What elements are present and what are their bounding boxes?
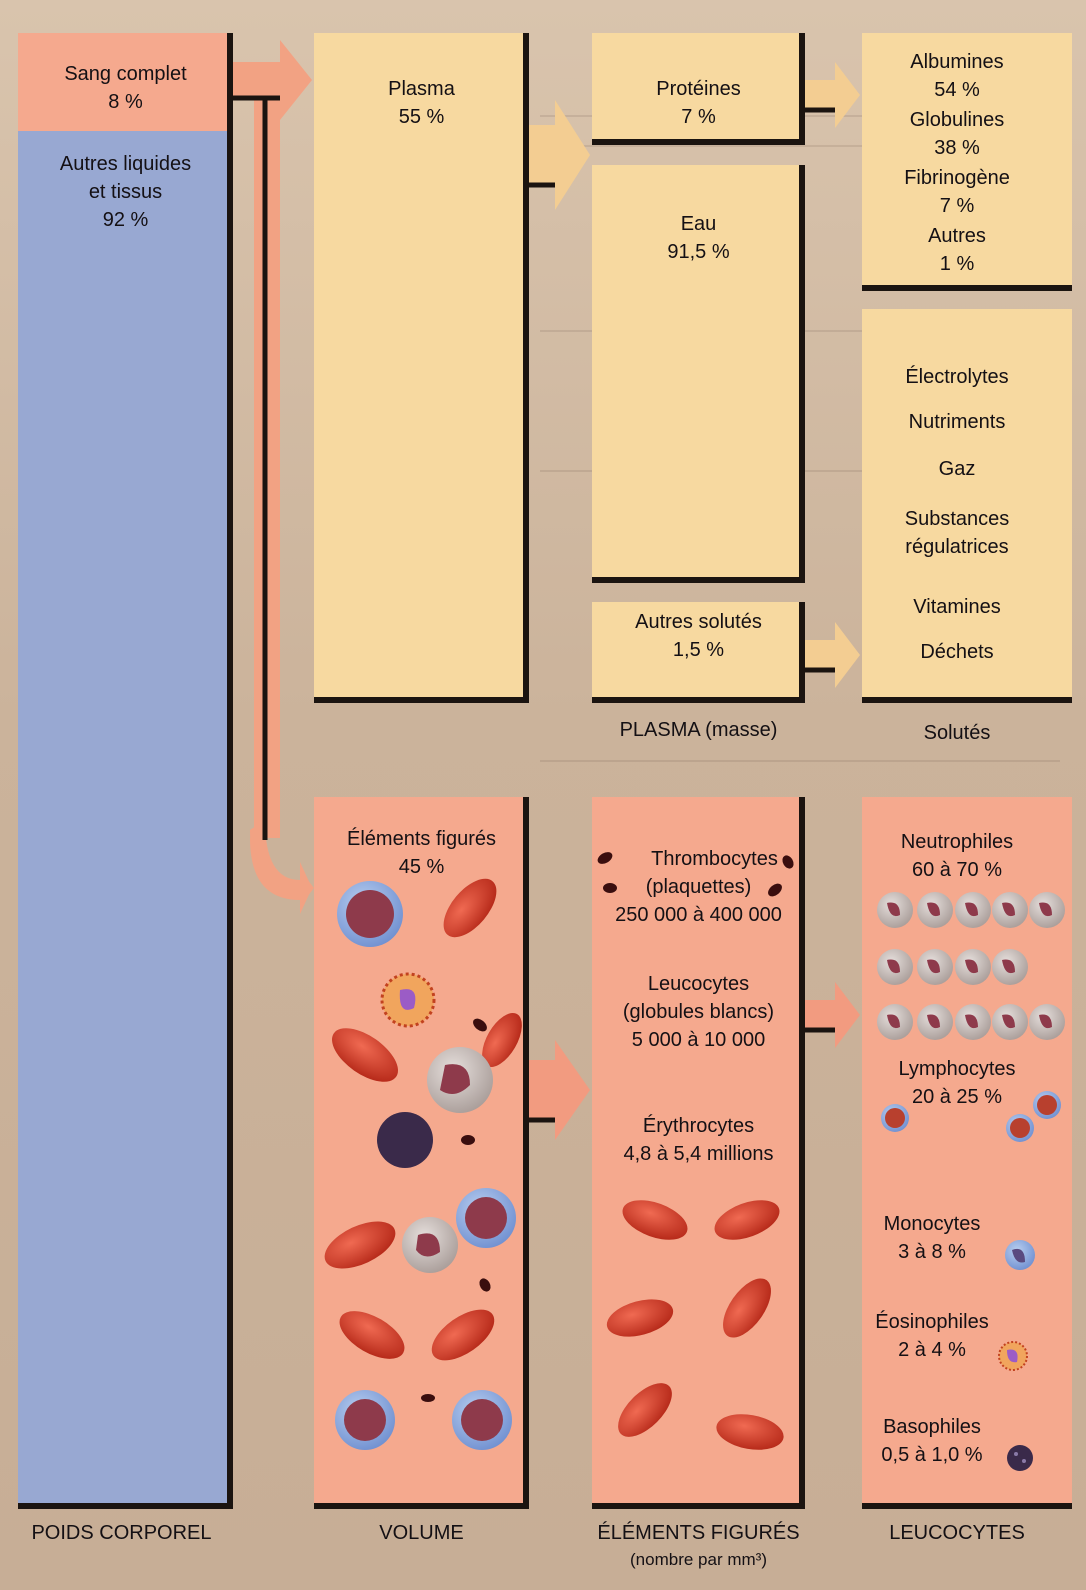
monocyte-icon <box>1005 1240 1035 1270</box>
whole-blood-value: 8 % <box>18 88 233 116</box>
erythrocyte-icons-counts <box>603 1192 787 1454</box>
other-solutes-value: 1,5 % <box>592 636 805 664</box>
lymphocytes-label: Lymphocytes <box>862 1055 1052 1083</box>
solutes-caption: Solutés <box>862 722 1052 745</box>
albumins-value: 54 % <box>862 76 1052 104</box>
fibrinogen-value: 7 % <box>862 192 1052 220</box>
erythrocytes-label: Érythrocytes <box>592 1112 805 1140</box>
monocytes-value: 3 à 8 % <box>862 1238 1002 1266</box>
arrow-plasma-to-mass <box>529 100 590 210</box>
other-tissues-value: 92 % <box>18 206 233 234</box>
body-weight-caption: POIDS CORPOREL <box>14 1522 229 1545</box>
other-proteins-label: Autres <box>862 222 1052 250</box>
arrow-leukocytes-to-types <box>805 982 860 1048</box>
eosinophil-icon <box>999 1342 1027 1370</box>
water-label: Eau <box>592 210 805 238</box>
leukocytes-count-value: 5 000 à 10 000 <box>592 1026 805 1054</box>
plasma-value: 55 % <box>314 103 529 131</box>
leukocytes-count-label: Leucocytes <box>592 970 805 998</box>
thrombocytes-sublabel: (plaquettes) <box>592 873 805 901</box>
thrombocytes-label: Thrombocytes <box>622 845 807 873</box>
formed-elements-label: Éléments figurés <box>314 825 529 853</box>
monocytes-label: Monocytes <box>862 1210 1002 1238</box>
plasma-label: Plasma <box>314 75 529 103</box>
solute-vitamins: Vitamines <box>862 593 1052 621</box>
solute-substances: Substances <box>862 505 1052 533</box>
solute-electrolytes: Électrolytes <box>862 363 1052 391</box>
basophil-icon <box>1007 1445 1033 1471</box>
proteins-label: Protéines <box>592 75 805 103</box>
solute-wastes: Déchets <box>862 638 1052 666</box>
neutrophils-label: Neutrophiles <box>862 828 1052 856</box>
water-value: 91,5 % <box>592 238 805 266</box>
other-proteins-value: 1 % <box>862 250 1052 278</box>
eosinophils-label: Éosinophiles <box>862 1308 1002 1336</box>
other-solutes-label: Autres solutés <box>592 608 805 636</box>
globulins-label: Globulines <box>862 106 1052 134</box>
basophils-label: Basophiles <box>862 1413 1002 1441</box>
proteins-value: 7 % <box>592 103 805 131</box>
eosinophils-value: 2 à 4 % <box>862 1336 1002 1364</box>
arrow-blood-to-plasma <box>233 40 314 914</box>
plasma-mass-caption: PLASMA (masse) <box>592 719 805 742</box>
thrombocytes-count: 250 000 à 400 000 <box>592 901 805 929</box>
leukocytes-caption: LEUCOCYTES <box>862 1522 1052 1545</box>
formed-elements-value: 45 % <box>314 853 529 881</box>
other-tissues-line1: Autres liquides <box>18 150 233 178</box>
fibrinogen-label: Fibrinogène <box>862 164 1052 192</box>
solute-gases: Gaz <box>862 455 1052 483</box>
arrow-solutes-to-detail <box>805 622 860 688</box>
erythrocytes-count: 4,8 à 5,4 millions <box>592 1140 805 1168</box>
neutrophil-icons <box>877 892 1065 1040</box>
formed-elements-caption-unit: (nombre par mm³) <box>592 1550 805 1570</box>
formed-elements-caption: ÉLÉMENTS FIGURÉS <box>592 1522 805 1545</box>
solute-regulatory: régulatrices <box>862 533 1052 561</box>
leukocytes-count-sublabel: (globules blancs) <box>592 998 805 1026</box>
leukocyte-icons-volume <box>335 881 516 1450</box>
whole-blood-label: Sang complet <box>18 60 233 88</box>
albumins-label: Albumines <box>862 48 1052 76</box>
globulins-value: 38 % <box>862 134 1052 162</box>
basophils-value: 0,5 à 1,0 % <box>862 1441 1002 1469</box>
solute-nutrients: Nutriments <box>862 408 1052 436</box>
other-tissues-line2: et tissus <box>18 178 233 206</box>
neutrophils-value: 60 à 70 % <box>862 856 1052 884</box>
arrow-formed-to-counts <box>529 1040 590 1140</box>
arrow-proteins-to-detail <box>805 62 860 128</box>
lymphocytes-value: 20 à 25 % <box>862 1083 1052 1111</box>
volume-caption: VOLUME <box>314 1522 529 1545</box>
